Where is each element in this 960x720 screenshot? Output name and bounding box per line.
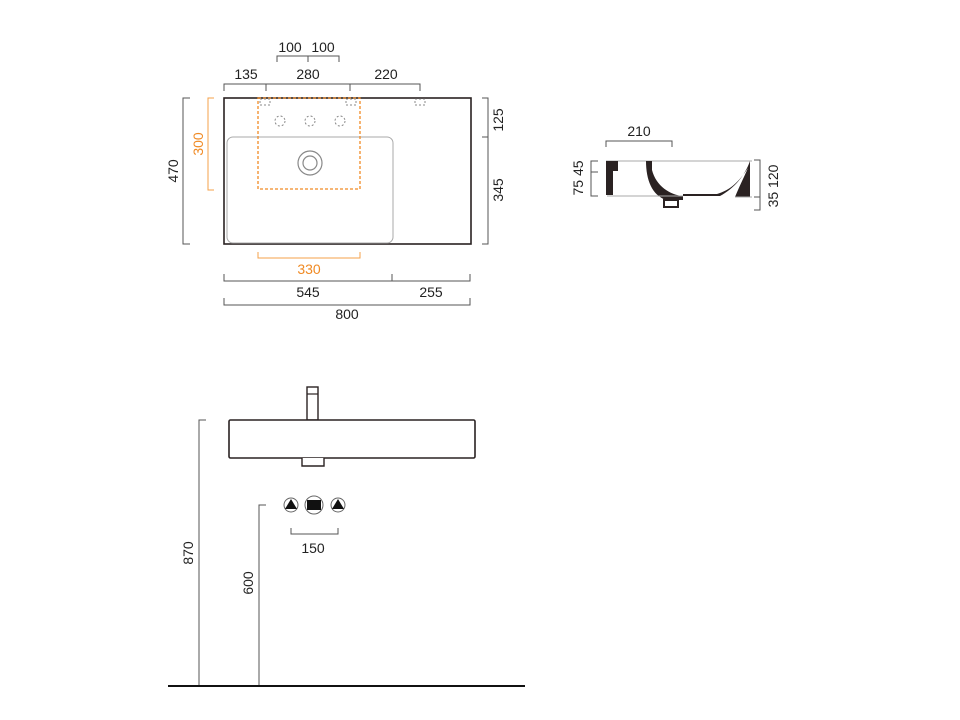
dim-280: 280 <box>296 66 320 82</box>
basin-outline <box>223 97 472 245</box>
tap-holes <box>259 98 426 127</box>
dim-100-left: 100 <box>278 39 302 55</box>
dim-100-right: 100 <box>311 39 335 55</box>
dim-870: 870 <box>180 541 196 565</box>
outlet-symbols <box>283 495 346 515</box>
bowl-outline <box>226 136 394 244</box>
drain-inner <box>302 155 318 171</box>
front-view: 150 870 600 <box>168 386 525 687</box>
dim-150: 150 <box>301 540 325 556</box>
dim-210: 210 <box>627 123 651 139</box>
dim-35-120: 35 120 <box>765 164 781 207</box>
dim-330: 330 <box>297 261 321 277</box>
dim-600: 600 <box>240 571 256 595</box>
basin-front <box>228 419 476 459</box>
dim-125: 125 <box>490 108 506 132</box>
drain-icon <box>297 150 323 176</box>
dim-545: 545 <box>296 284 320 300</box>
dim-135: 135 <box>234 66 258 82</box>
faucet-icon <box>306 386 319 421</box>
dim-255: 255 <box>419 284 443 300</box>
mounting-zone <box>257 97 361 190</box>
dim-300: 300 <box>190 132 206 156</box>
section-view: 210 75 45 35 120 <box>570 123 781 211</box>
dim-470: 470 <box>165 159 181 183</box>
dim-220: 220 <box>374 66 398 82</box>
dim-75-45: 75 45 <box>570 160 586 195</box>
dim-800: 800 <box>335 306 359 322</box>
top-view: 100 100 135 280 220 470 300 125 345 330 … <box>165 39 506 322</box>
drain-front <box>301 458 325 467</box>
dim-345: 345 <box>490 178 506 202</box>
